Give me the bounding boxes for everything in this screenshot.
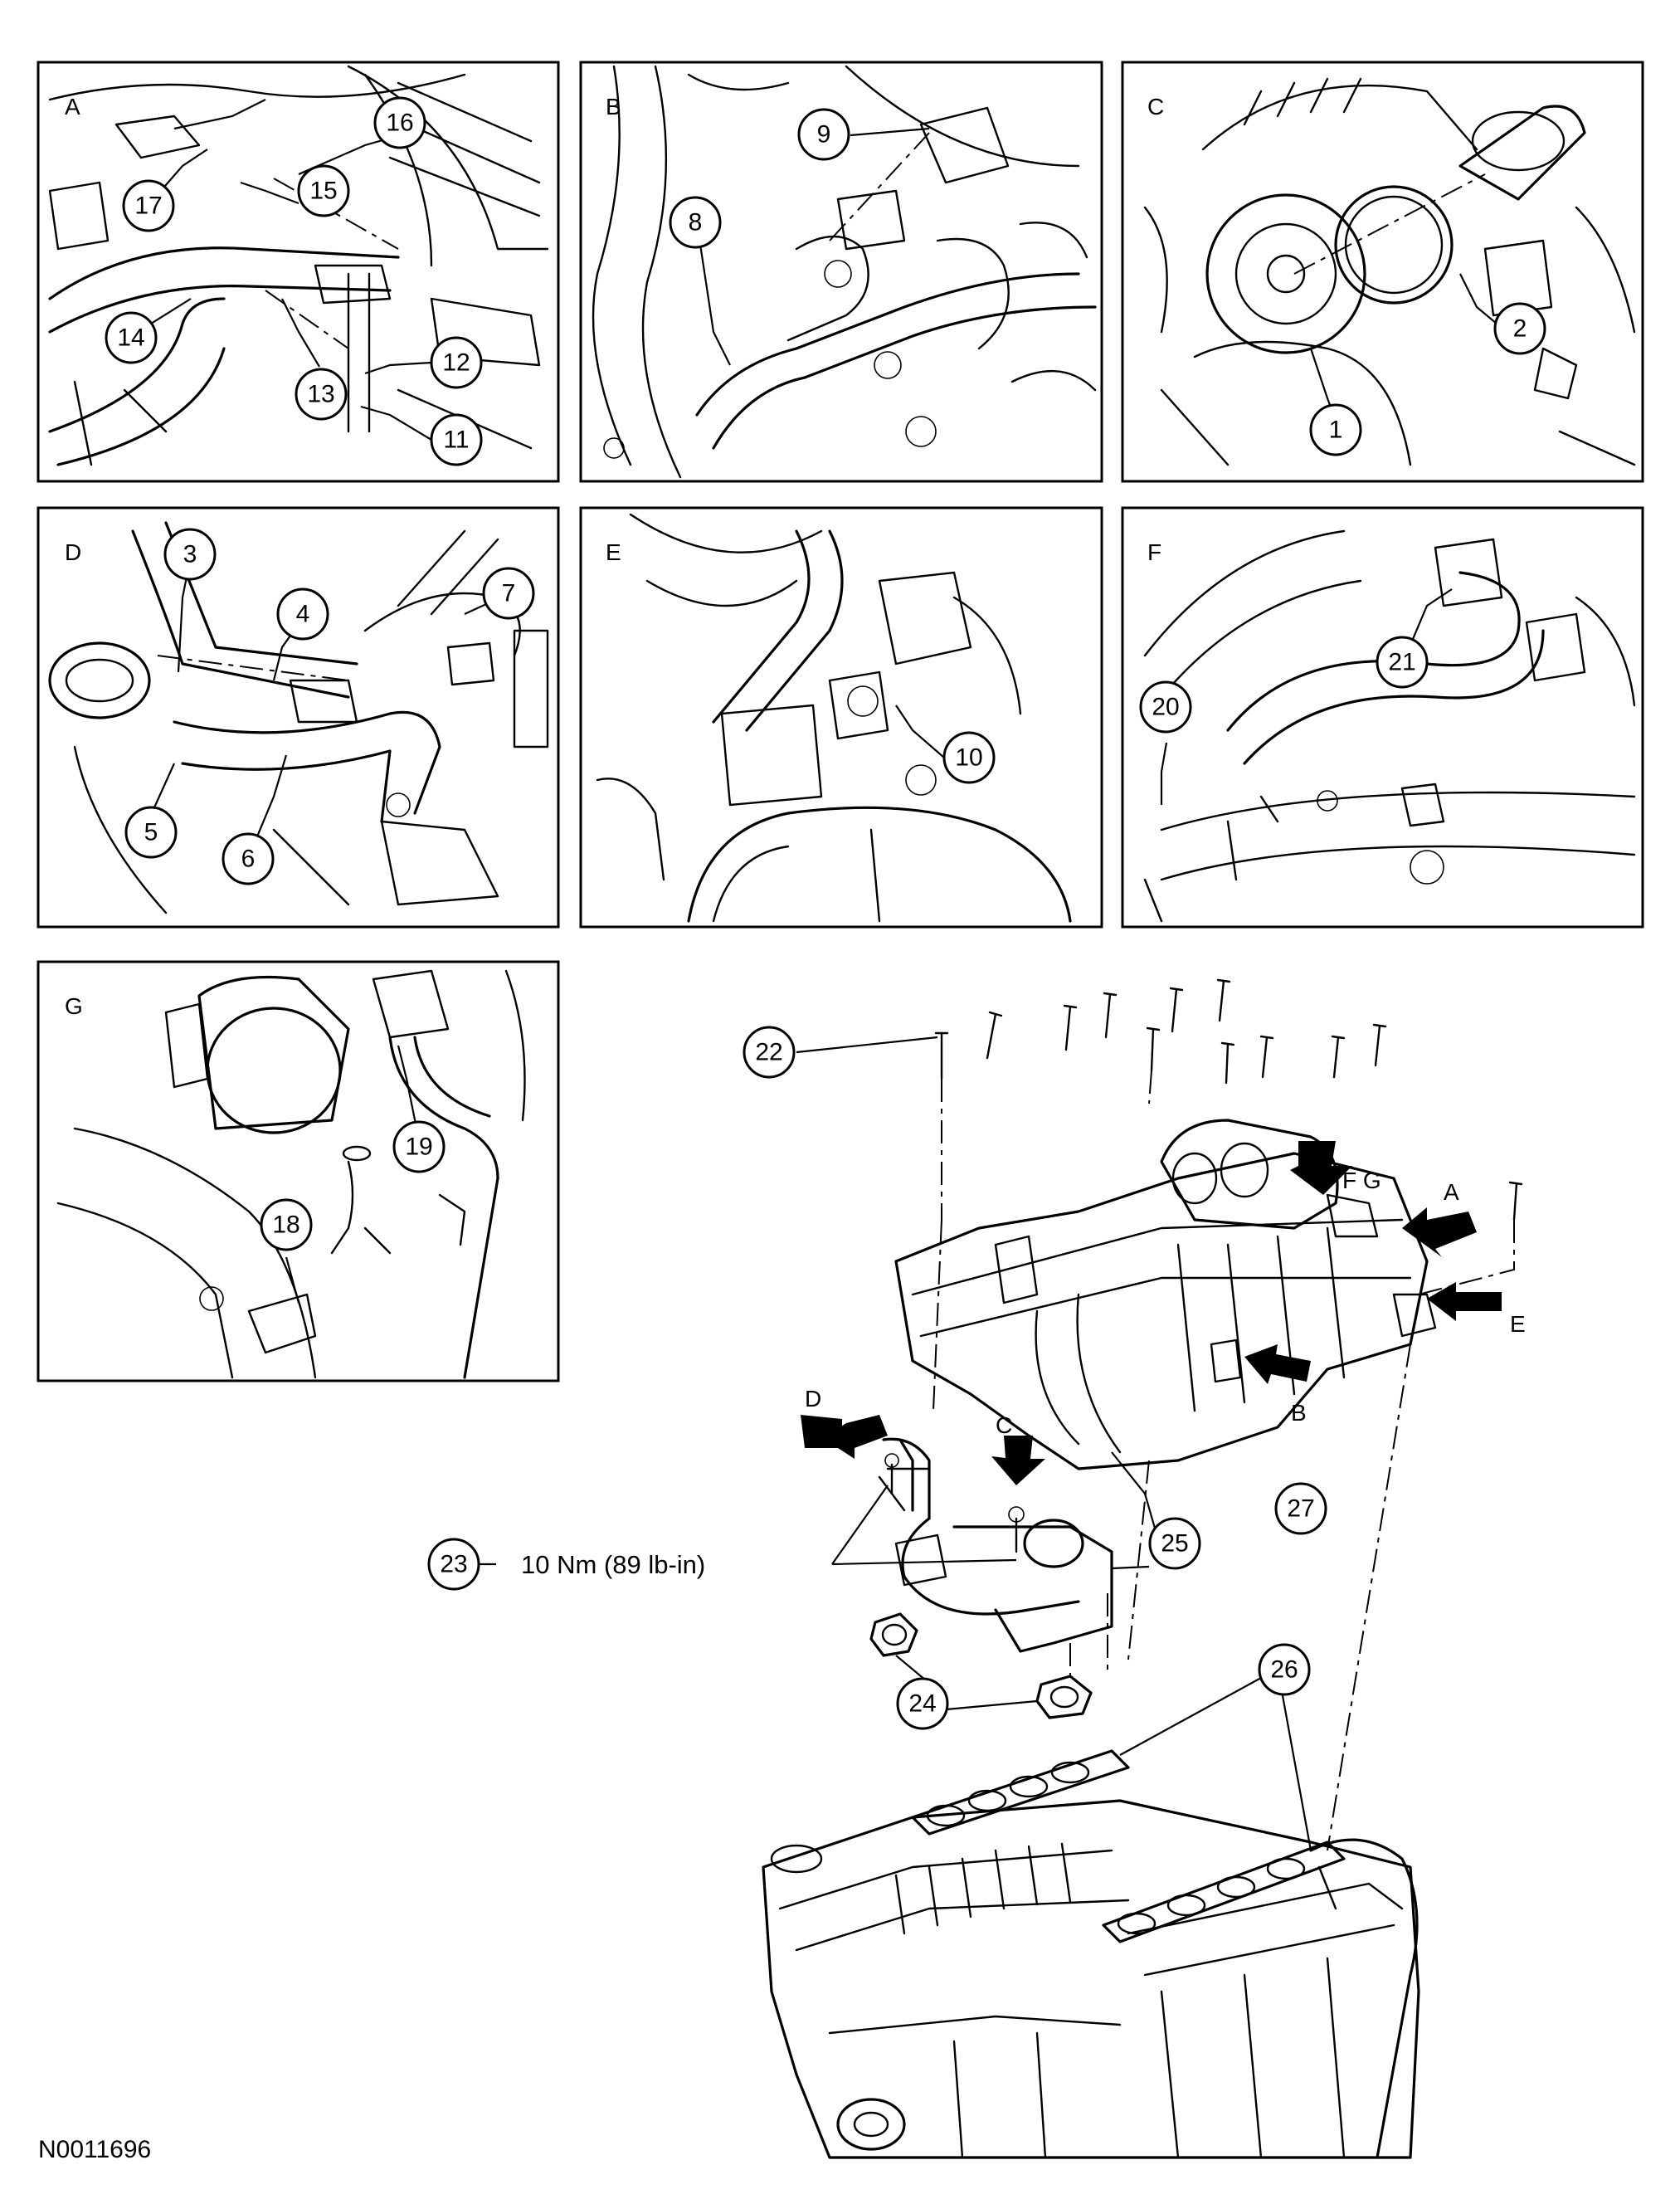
callout-12: 12 <box>430 336 483 389</box>
view-arrow-fg-label: F G <box>1342 1168 1381 1193</box>
intake-gaskets <box>911 1749 1346 1943</box>
svg-text:1: 1 <box>1329 417 1343 444</box>
svg-text:6: 6 <box>241 846 256 873</box>
callout-6: 6 <box>222 832 275 885</box>
svg-text:10: 10 <box>955 744 982 772</box>
callout-23: 23 <box>427 1538 480 1591</box>
svg-text:27: 27 <box>1287 1495 1314 1523</box>
svg-text:24: 24 <box>908 1690 936 1718</box>
callout-17: 17 <box>122 179 175 232</box>
view-arrow-a: A <box>1402 1179 1477 1257</box>
callout-18: 18 <box>260 1198 313 1251</box>
panel-f: F <box>1121 506 1644 929</box>
view-arrow-d: D <box>801 1386 888 1459</box>
svg-text:14: 14 <box>117 324 144 352</box>
svg-text:12: 12 <box>442 349 470 377</box>
svg-text:16: 16 <box>386 110 413 137</box>
callout-25: 25 <box>1148 1517 1201 1570</box>
view-arrow-e: E <box>1427 1282 1526 1337</box>
callout-19: 19 <box>392 1120 446 1173</box>
view-arrow-e-label: E <box>1510 1311 1526 1337</box>
panel-g: G <box>37 960 560 1382</box>
callout-5: 5 <box>124 806 178 859</box>
panel-c-label: C <box>1147 94 1164 119</box>
view-arrow-c: C <box>991 1412 1045 1485</box>
callout-21: 21 <box>1376 636 1429 689</box>
view-arrow-c-label: C <box>996 1412 1012 1438</box>
callout-26: 26 <box>1258 1643 1311 1696</box>
svg-text:19: 19 <box>405 1134 432 1161</box>
svg-text:20: 20 <box>1152 694 1179 721</box>
svg-text:5: 5 <box>144 819 158 846</box>
panel-d-label: D <box>65 539 81 565</box>
document-id: N0011696 <box>38 2136 151 2163</box>
intake-manifold-exploded-view: F G A E B C D 10 Nm (89 lb-in) <box>521 978 1526 2159</box>
view-arrow-d-label: D <box>805 1386 821 1412</box>
callout-22: 22 <box>743 1026 796 1079</box>
torque-spec: 10 Nm (89 lb-in) <box>521 1550 705 1579</box>
svg-text:25: 25 <box>1161 1530 1188 1558</box>
svg-text:15: 15 <box>309 178 337 205</box>
svg-text:23: 23 <box>440 1551 467 1578</box>
svg-text:9: 9 <box>817 121 831 149</box>
view-arrow-b: B <box>1244 1344 1311 1426</box>
svg-text:7: 7 <box>502 580 516 607</box>
engine-block <box>762 1799 1420 2159</box>
svg-text:13: 13 <box>307 381 334 408</box>
callout-8: 8 <box>669 196 722 249</box>
callout-24: 24 <box>896 1677 949 1730</box>
panel-c: C <box>1121 61 1644 483</box>
callout-3: 3 <box>163 528 217 581</box>
svg-text:17: 17 <box>134 193 162 220</box>
svg-text:11: 11 <box>443 427 469 454</box>
panel-e-label: E <box>606 539 621 565</box>
thermostat-gaskets <box>869 1593 1108 1719</box>
callout-1: 1 <box>1309 403 1362 456</box>
svg-text:2: 2 <box>1513 315 1527 343</box>
svg-text:8: 8 <box>689 209 703 236</box>
view-arrow-fg: F G <box>1290 1141 1381 1195</box>
callout-27: 27 <box>1274 1482 1327 1535</box>
callout-7: 7 <box>482 567 535 620</box>
coolant-tube <box>878 1437 1113 1653</box>
callout-14: 14 <box>105 311 158 364</box>
panel-a-label: A <box>65 94 80 119</box>
callout-4: 4 <box>276 588 329 641</box>
svg-text:21: 21 <box>1388 649 1415 676</box>
svg-text:22: 22 <box>755 1039 782 1066</box>
callout-2: 2 <box>1493 302 1546 355</box>
panel-g-label: G <box>65 993 83 1019</box>
svg-text:4: 4 <box>296 601 310 628</box>
view-arrow-b-label: B <box>1291 1400 1307 1426</box>
panel-f-label: F <box>1147 539 1161 565</box>
svg-text:3: 3 <box>183 541 197 568</box>
callout-15: 15 <box>297 164 350 217</box>
svg-text:26: 26 <box>1270 1656 1298 1684</box>
callout-10: 10 <box>942 731 996 784</box>
intake-manifold <box>894 1119 1437 1470</box>
callout-13: 13 <box>295 368 348 421</box>
callout-16: 16 <box>373 96 426 149</box>
callout-20: 20 <box>1139 680 1192 734</box>
callout-11: 11 <box>430 413 483 466</box>
panel-e: E <box>579 506 1103 929</box>
svg-text:18: 18 <box>272 1212 299 1239</box>
panel-a: A <box>37 61 560 483</box>
callout-9: 9 <box>797 108 850 161</box>
panel-d: D <box>37 506 560 929</box>
view-arrow-a-label: A <box>1444 1179 1459 1205</box>
